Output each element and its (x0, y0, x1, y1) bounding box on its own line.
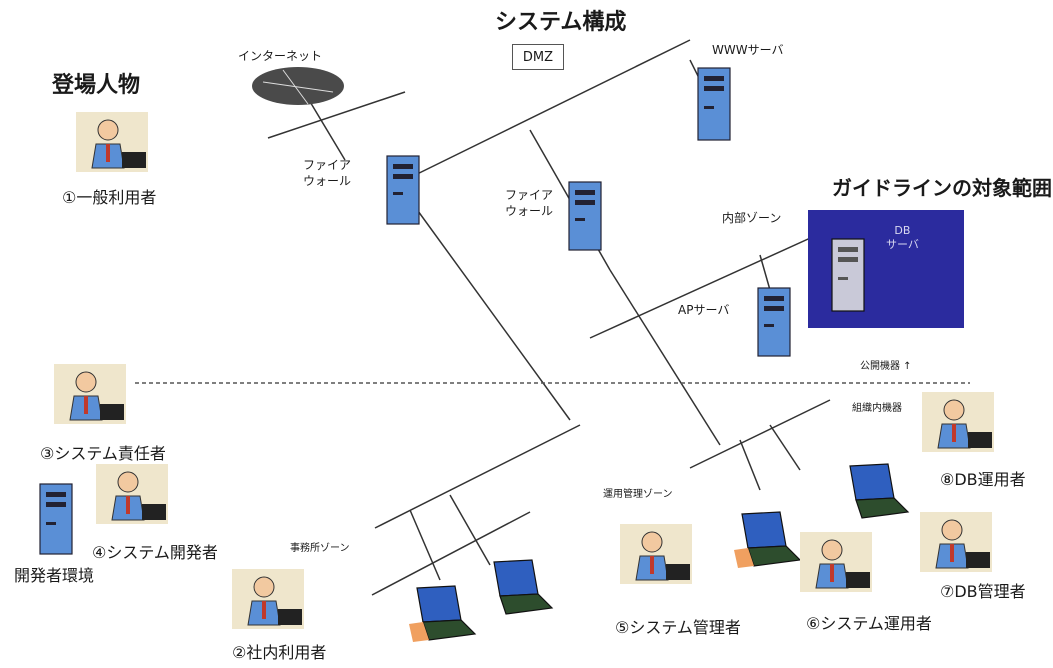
system-operator-person-icon (800, 532, 872, 592)
laptop-1-icon (409, 585, 477, 642)
www-server-icon (697, 67, 731, 141)
firewall2-label: ファイア ウォール (505, 188, 554, 218)
drop-ops-1 (739, 439, 761, 491)
diagram-title: システム構成 (495, 10, 627, 35)
system-admin-label: ⑤システム管理者 (615, 618, 741, 637)
segment-internal (589, 219, 851, 339)
drop-ops-2 (769, 424, 801, 471)
system-developer-person-icon (96, 464, 168, 524)
firewall1-label: ファイア ウォール (303, 158, 352, 188)
guideline-scope-box: DB サーバ (808, 210, 964, 328)
db-server-label: DB サーバ (886, 224, 919, 252)
backbone-internal (609, 269, 721, 446)
db-server-icon (831, 238, 865, 312)
general-user-person-icon (76, 112, 148, 172)
dev-env-server-icon (39, 483, 73, 555)
system-owner-person-icon (54, 364, 126, 424)
drop-office-1 (409, 509, 441, 581)
segment-dmz (404, 39, 691, 181)
scope-title: ガイドラインの対象範囲 (832, 176, 1052, 200)
ops-zone-label: 運用管理ゾーン (603, 489, 673, 500)
dmz-label: DMZ (512, 44, 564, 70)
public-equipment-label: 公開機器 ↑ (860, 361, 912, 372)
internet-cloud-icon (252, 67, 344, 105)
firewall-server-1-icon (386, 155, 420, 225)
internet-label: インターネット (238, 49, 323, 63)
org-equipment-label: 組織内機器 (852, 403, 902, 414)
db-admin-person-icon (920, 512, 992, 572)
backbone-main (409, 199, 571, 421)
characters-title: 登場人物 (52, 73, 141, 98)
drop-office-2 (449, 494, 491, 566)
ap-server-icon (757, 287, 791, 357)
db-admin-label: ⑦DB管理者 (940, 582, 1026, 601)
segment-ops (689, 399, 831, 469)
laptop-2-icon (493, 559, 554, 615)
segment-internet (267, 91, 406, 139)
ap-server-label: APサーバ (678, 303, 730, 317)
link-ap (759, 254, 771, 291)
laptop-3-icon (734, 511, 802, 568)
system-admin-person-icon (620, 524, 692, 584)
internal-user-label: ②社内利用者 (232, 643, 327, 662)
system-operator-label: ⑥システム運用者 (806, 614, 932, 633)
www-server-label: WWWサーバ (712, 43, 784, 57)
db-operator-person-icon (922, 392, 994, 452)
system-developer-label: ④システム開発者 (92, 543, 218, 562)
internal-user-person-icon (232, 569, 304, 629)
db-operator-label: ⑧DB運用者 (940, 470, 1026, 489)
system-owner-label: ③システム責任者 (40, 444, 166, 463)
segment-office-top (374, 424, 581, 529)
segment-office (371, 511, 531, 596)
laptop-4-icon (849, 463, 910, 519)
firewall-server-2-icon (568, 181, 602, 251)
office-zone-label: 事務所ゾーン (290, 543, 350, 554)
general-user-label: ①一般利用者 (62, 188, 157, 207)
dev-env-label: 開発者環境 (14, 566, 95, 585)
internal-zone-label: 内部ゾーン (722, 211, 782, 225)
